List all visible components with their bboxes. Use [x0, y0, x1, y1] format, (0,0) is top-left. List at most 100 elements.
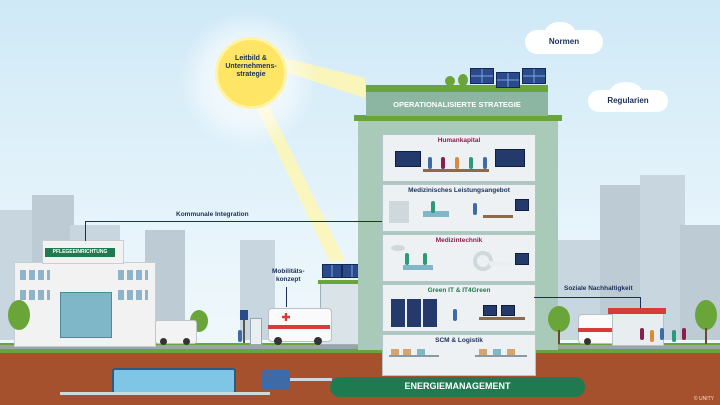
- nursing-home-sign-text: PFLEGEEINRICHTUNG: [52, 249, 108, 255]
- person-icon: [423, 253, 427, 265]
- label-line: Mobilitäts-: [272, 268, 305, 275]
- sun-label-line: strategie: [236, 71, 266, 78]
- label-mobilitaetskonzept: Mobilitäts- konzept: [272, 268, 305, 284]
- sun-label-line: Leitbild &: [235, 55, 267, 62]
- box-icon: [417, 349, 425, 355]
- box-icon: [507, 349, 515, 355]
- sun-label-line: Unternehmens-: [225, 63, 277, 70]
- tree-icon: [8, 300, 30, 330]
- person-icon: [672, 330, 676, 342]
- ev-charger-icon: [250, 318, 262, 345]
- cloud-puff: [610, 82, 642, 102]
- pipe: [60, 392, 270, 395]
- sign-pole: [243, 320, 245, 343]
- solar-panel-icon: [522, 68, 546, 84]
- pipe: [290, 378, 332, 381]
- tree-trunk: [705, 328, 707, 344]
- main-building-green-roof: [354, 115, 562, 121]
- energiemanagement-band: [330, 377, 585, 397]
- plant-icon: [458, 74, 468, 86]
- meeting-table: [423, 169, 489, 172]
- window-row: [20, 270, 50, 280]
- label-kommunale-integration: Kommunale Integration: [176, 211, 249, 218]
- shelf: [389, 355, 439, 357]
- wheel-icon: [314, 337, 322, 345]
- tree-icon: [548, 306, 570, 332]
- cabinet-icon: [389, 201, 409, 223]
- floor-medizintechnik: Medizintechnik: [382, 234, 536, 282]
- nursing-home-entrance: [60, 292, 112, 338]
- floor-title: SCM & Logistik: [435, 337, 483, 344]
- nursing-home-sign: PFLEGEEINRICHTUNG: [45, 248, 115, 257]
- scanner-bed: [489, 261, 511, 266]
- green-roof: [318, 280, 364, 284]
- person-icon: [453, 309, 457, 321]
- server-rack-icon: [423, 299, 437, 327]
- cross-icon: [282, 313, 290, 321]
- energiemanagement-label: ENERGIEMANAGEMENT: [404, 381, 511, 391]
- ambulance-stripe: [578, 328, 628, 332]
- plant-icon: [445, 76, 455, 86]
- operating-table-icon: [403, 265, 433, 270]
- treatment-bed-icon: [423, 211, 449, 217]
- connector-line: [85, 221, 382, 222]
- sun-label: Leitbild & Unternehmens- strategie: [215, 55, 287, 79]
- floor-title: Humankapital: [437, 137, 481, 144]
- box-icon: [479, 349, 487, 355]
- solar-panel-icon: [322, 264, 342, 278]
- person-icon: [640, 328, 644, 340]
- wheel-icon: [584, 338, 591, 345]
- desk: [483, 215, 513, 218]
- ambulance-stripe: [268, 325, 330, 329]
- cloud-label-normen: Normen: [548, 37, 580, 46]
- cloud-puff: [545, 22, 575, 42]
- connector-line: [85, 221, 86, 241]
- wheel-icon: [183, 338, 190, 345]
- label-soziale-nachhaltigkeit: Soziale Nachhaltigkeit: [564, 285, 633, 292]
- floor-title: Medizinisches Leistungsangebot: [408, 187, 510, 194]
- floor-scm-logistik: SCM & Logistik: [382, 334, 536, 376]
- solar-panel-icon: [496, 72, 520, 88]
- person-icon: [469, 157, 473, 169]
- person-icon: [441, 157, 445, 169]
- tree-trunk: [558, 330, 560, 344]
- floor-green-it: Green IT & IT4Green: [382, 284, 536, 332]
- person-icon: [483, 157, 487, 169]
- box-icon: [403, 349, 411, 355]
- person-icon: [650, 330, 654, 342]
- kiosk-roof: [608, 308, 666, 314]
- window-row: [20, 290, 50, 300]
- monitor-icon: [515, 199, 529, 211]
- server-rack-icon: [407, 299, 421, 327]
- sun-icon: [215, 37, 287, 109]
- presentation-screen-icon: [495, 149, 525, 167]
- roof-green: [366, 85, 548, 92]
- label-line: konzept: [275, 276, 301, 283]
- window-row: [118, 270, 148, 280]
- person-icon: [428, 157, 432, 169]
- box-icon: [493, 349, 501, 355]
- water-tank: [112, 368, 236, 394]
- wheel-icon: [274, 337, 282, 345]
- monitor-icon: [515, 253, 529, 265]
- monitor-icon: [501, 305, 515, 316]
- connector-line: [286, 287, 287, 307]
- floor-humankapital: Humankapital: [382, 134, 536, 182]
- monitor-icon: [483, 305, 497, 316]
- person-icon: [431, 201, 435, 213]
- cloud-label-regularien: Regularien: [607, 96, 649, 105]
- tree-icon: [695, 300, 717, 330]
- pump-icon: [262, 370, 290, 390]
- person-icon: [660, 328, 664, 340]
- server-rack-icon: [391, 299, 405, 327]
- floor-title: Medizintechnik: [435, 237, 483, 244]
- person-icon: [473, 203, 477, 215]
- floor-leistungsangebot: Medizinisches Leistungsangebot: [382, 184, 536, 232]
- person-icon: [682, 328, 686, 340]
- box-icon: [391, 349, 399, 355]
- presentation-screen-icon: [395, 151, 421, 167]
- kiosk-building: [612, 312, 664, 346]
- person-icon: [238, 330, 242, 342]
- desk: [479, 317, 525, 320]
